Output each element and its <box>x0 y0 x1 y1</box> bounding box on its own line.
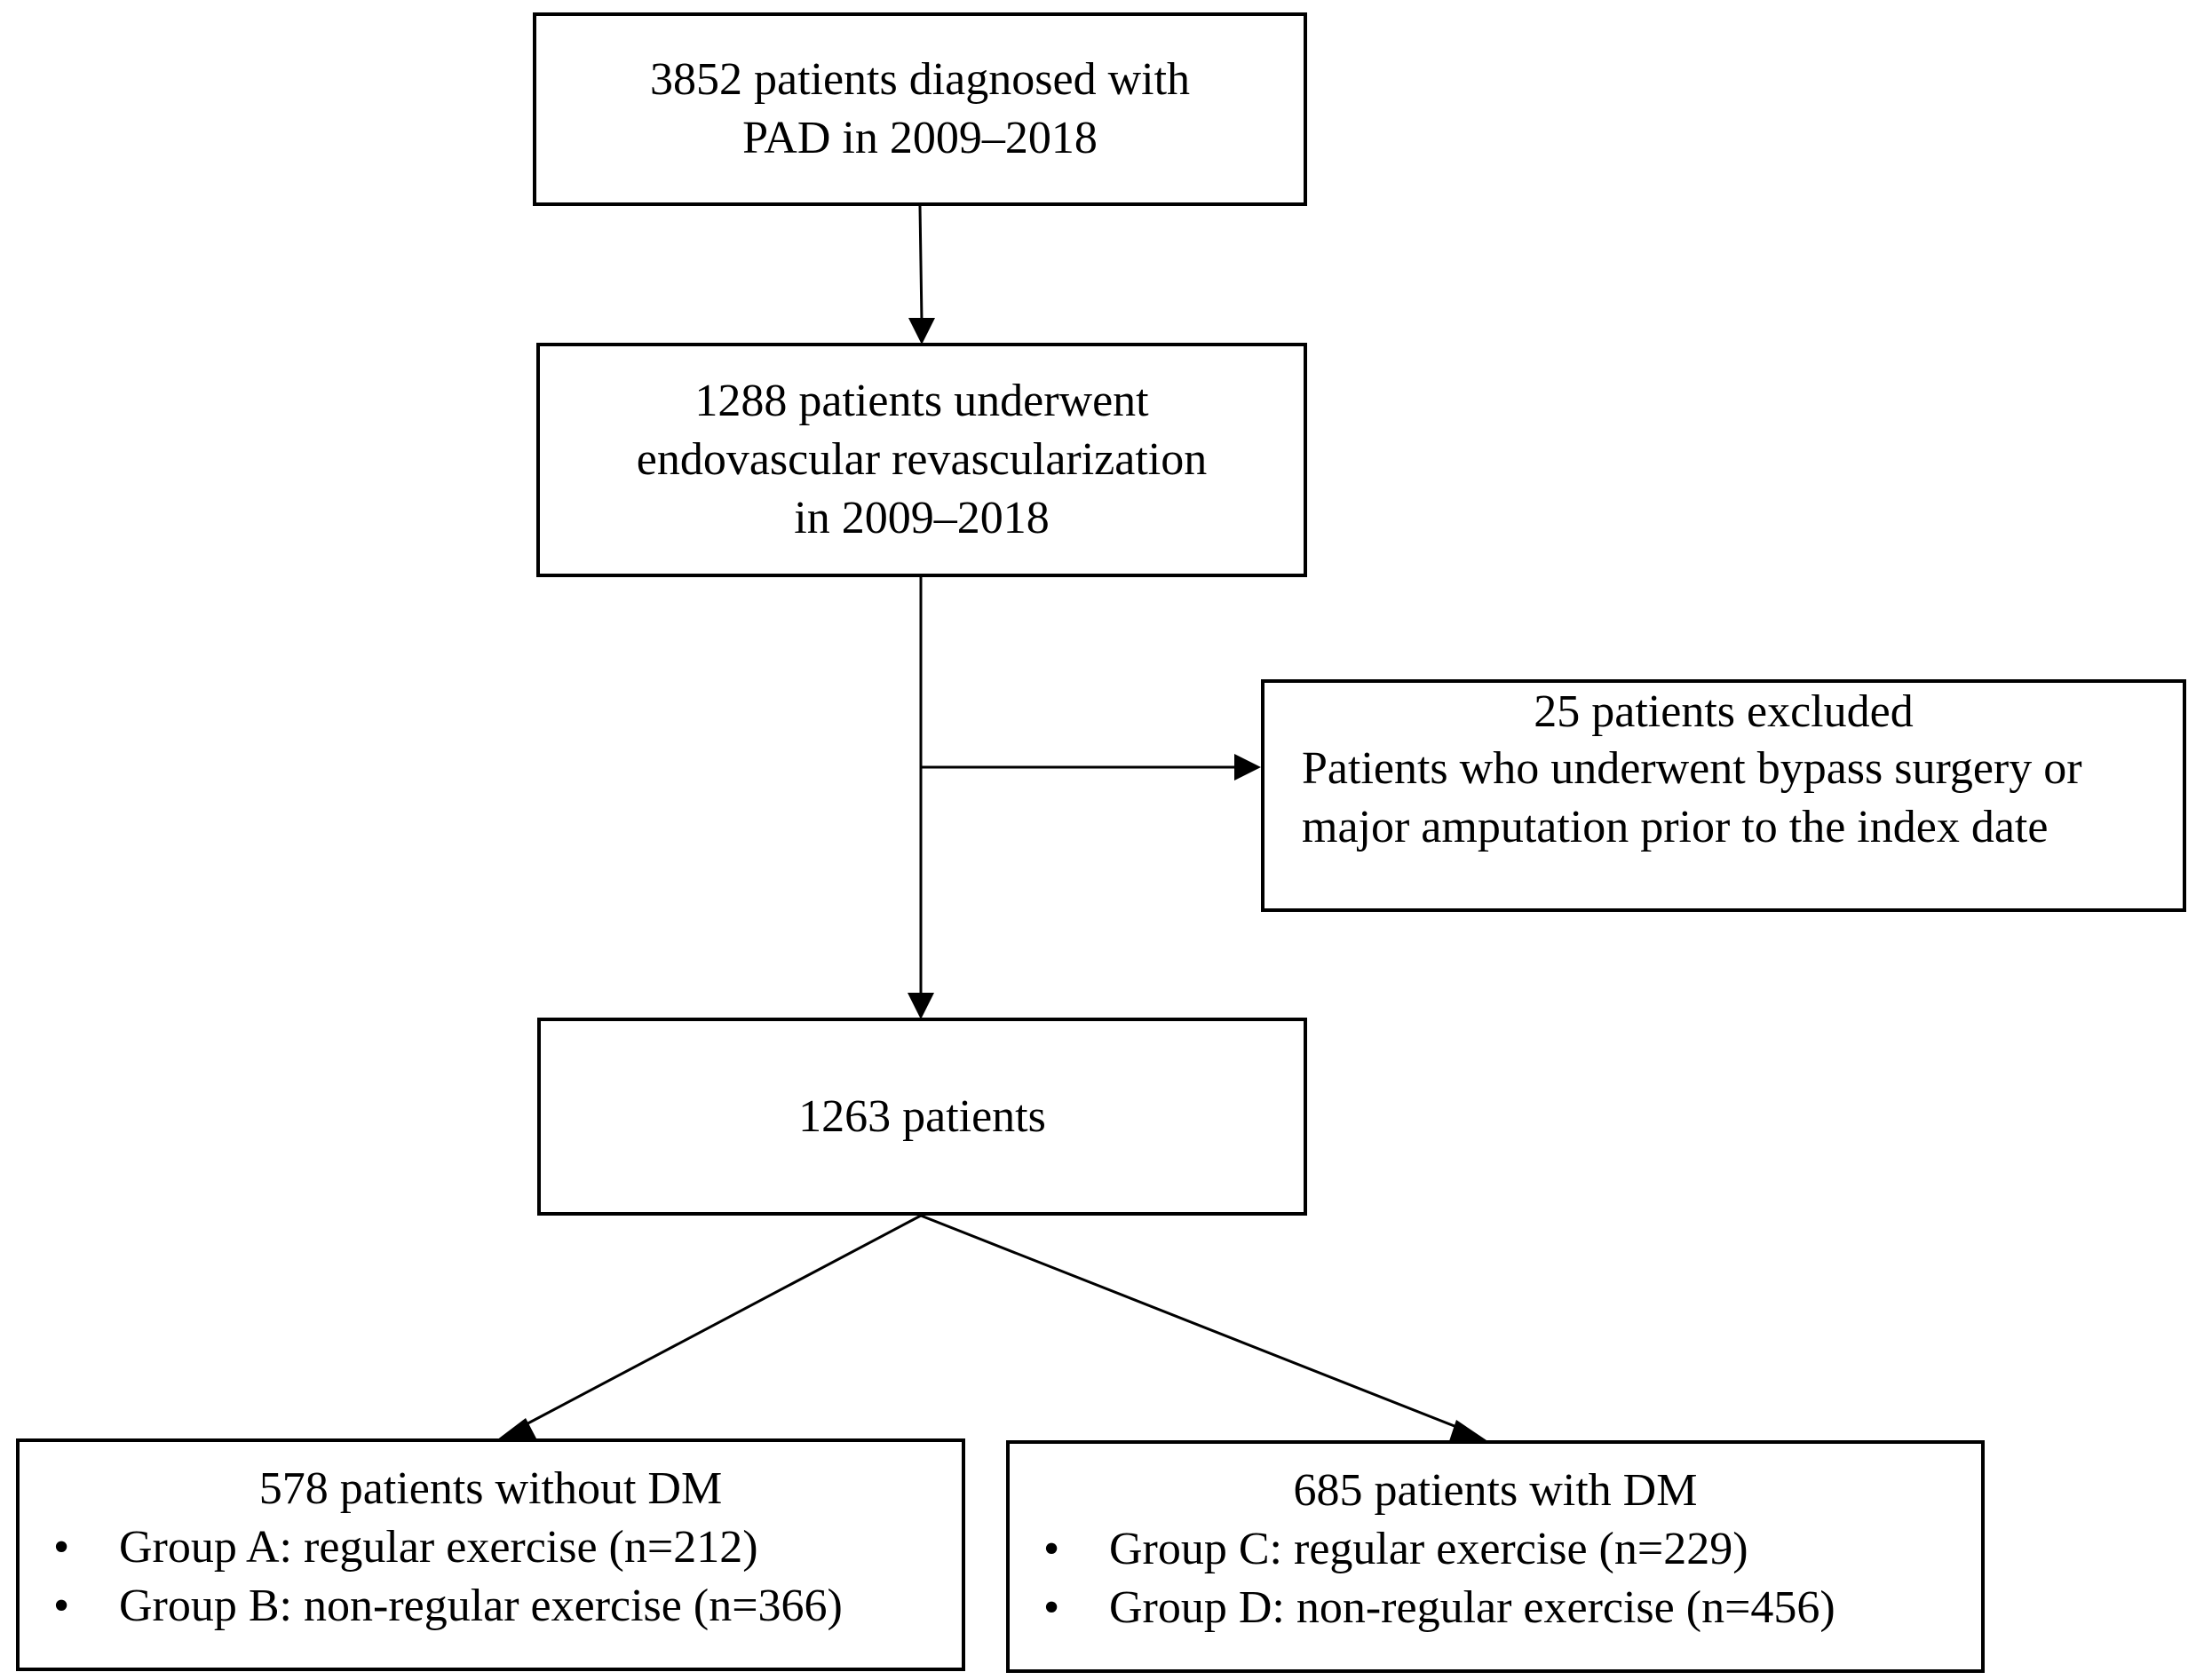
box-endovascular-line-2: endovascular revascularization <box>636 434 1208 485</box>
excluded-title: 25 patients excluded <box>1534 686 1914 737</box>
with-dm-title: 685 patients with DM <box>1293 1465 1698 1516</box>
group-b-item: Group B: non-regular exercise (n=366) <box>20 1577 962 1636</box>
box-final-cohort-line-1: 1263 patients <box>798 1090 1046 1142</box>
box-without-dm: 578 patients without DM Group A: regular… <box>16 1438 965 1671</box>
arrowhead-without-dm <box>496 1418 536 1440</box>
arrowhead-step3 <box>908 993 934 1019</box>
box-diagnosed-line-1: 3852 patients diagnosed with <box>649 54 1191 105</box>
group-d-item: Group D: non-regular exercise (n=456) <box>1010 1579 1981 1637</box>
without-dm-groups: Group A: regular exercise (n=212) Group … <box>20 1518 962 1636</box>
arrow-step1-to-step2 <box>918 205 924 322</box>
box-with-dm: 685 patients with DM Group C: regular ex… <box>1006 1440 1985 1673</box>
arrowhead-with-dm <box>1449 1420 1486 1441</box>
excluded-detail: Patients who underwent bypass surgery or… <box>1302 743 2082 852</box>
box-endovascular-line-3: in 2009–2018 <box>794 493 1050 543</box>
box-diagnosed-line-2: PAD in 2009–2018 <box>742 113 1098 163</box>
arrowhead-step2 <box>908 318 935 345</box>
without-dm-title: 578 patients without DM <box>258 1463 723 1514</box>
box-diagnosed: 3852 patients diagnosed with PAD in 2009… <box>533 12 1307 206</box>
arrow-to-with-dm <box>920 1214 1464 1431</box>
arrow-to-without-dm <box>519 1214 922 1430</box>
box-excluded: 25 patients excluded Patients who underw… <box>1261 679 2186 912</box>
group-a-item: Group A: regular exercise (n=212) <box>20 1518 962 1577</box>
with-dm-groups: Group C: regular exercise (n=229) Group … <box>1010 1520 1981 1637</box>
box-final-cohort: 1263 patients <box>537 1018 1307 1216</box>
group-c-item: Group C: regular exercise (n=229) <box>1010 1520 1981 1579</box>
arrowhead-exclusion <box>1234 754 1261 781</box>
box-endovascular: 1288 patients underwent endovascular rev… <box>536 343 1307 577</box>
box-endovascular-line-1: 1288 patients underwent <box>694 376 1149 426</box>
